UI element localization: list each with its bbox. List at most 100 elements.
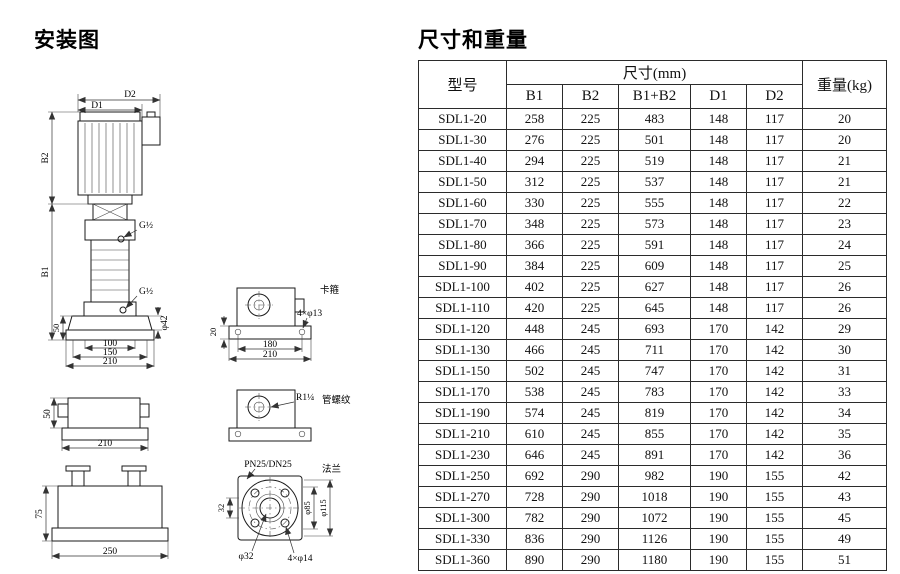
value-cell: 190 — [690, 507, 747, 529]
value-cell: 117 — [745, 108, 804, 130]
value-cell: 711 — [618, 339, 691, 361]
value-cell: 225 — [562, 108, 619, 130]
dim-label-32: 32 — [216, 504, 226, 513]
model-cell: SDL1-270 — [418, 486, 507, 508]
value-cell: 34 — [802, 402, 888, 424]
value-cell: 43 — [802, 486, 888, 508]
value-cell: 22 — [802, 192, 888, 214]
value-cell: 225 — [562, 276, 619, 298]
value-cell: 30 — [802, 339, 888, 361]
value-cell: 982 — [618, 465, 691, 487]
value-cell: 783 — [618, 381, 691, 403]
value-cell: 330 — [506, 192, 563, 214]
model-cell: SDL1-130 — [418, 339, 507, 361]
value-cell: 225 — [562, 234, 619, 256]
value-cell: 117 — [745, 192, 804, 214]
value-cell: 728 — [506, 486, 563, 508]
value-cell: 170 — [690, 318, 747, 340]
dim-label-phi115: φ115 — [318, 499, 328, 516]
model-cell: SDL1-80 — [418, 234, 507, 256]
value-cell: 26 — [802, 276, 888, 298]
thread-note-r114: R1¼ — [296, 393, 314, 403]
dim-label-d1: D1 — [91, 101, 103, 111]
thread-connection-side-view: 50 210 — [43, 397, 150, 452]
value-cell: 294 — [506, 150, 563, 172]
value-cell: 21 — [802, 171, 888, 193]
model-cell: SDL1-120 — [418, 318, 507, 340]
value-cell: 502 — [506, 360, 563, 382]
value-cell: 26 — [802, 297, 888, 319]
value-cell: 610 — [506, 423, 563, 445]
value-cell: 312 — [506, 171, 563, 193]
dim-label-210: 210 — [103, 357, 118, 367]
value-cell: 155 — [745, 549, 804, 571]
value-cell: 117 — [745, 129, 804, 151]
value-cell: 117 — [745, 276, 804, 298]
value-cell: 148 — [690, 297, 747, 319]
value-cell: 819 — [618, 402, 691, 424]
thread-connection-view: R1¼ 管螺纹 — [228, 389, 351, 442]
value-cell: 290 — [562, 528, 619, 550]
value-cell: 117 — [745, 297, 804, 319]
value-cell: 646 — [506, 444, 563, 466]
flange-connection-side-view: 75 250 — [35, 465, 169, 560]
model-cell: SDL1-210 — [418, 423, 507, 445]
col-header-b2: B2 — [562, 84, 619, 109]
model-cell: SDL1-90 — [418, 255, 507, 277]
value-cell: 519 — [618, 150, 691, 172]
value-cell: 225 — [562, 129, 619, 151]
table-header-row-1: 型号 尺寸(mm) 重量(kg) — [418, 60, 888, 109]
value-cell: 148 — [690, 234, 747, 256]
value-cell: 148 — [690, 255, 747, 277]
value-cell: 290 — [562, 486, 619, 508]
value-cell: 466 — [506, 339, 563, 361]
value-cell: 142 — [745, 360, 804, 382]
value-cell: 290 — [562, 507, 619, 529]
value-cell: 591 — [618, 234, 691, 256]
value-cell: 290 — [562, 465, 619, 487]
model-cell: SDL1-170 — [418, 381, 507, 403]
model-cell: SDL1-230 — [418, 444, 507, 466]
model-cell: SDL1-360 — [418, 549, 507, 571]
value-cell: 645 — [618, 297, 691, 319]
bolt-note-4xphi14: 4×φ14 — [287, 554, 312, 564]
value-cell: 117 — [745, 150, 804, 172]
model-cell: SDL1-30 — [418, 129, 507, 151]
pump-front-view: D2 D1 G½ G½ B2 B1 50 — [41, 90, 170, 370]
value-cell: 402 — [506, 276, 563, 298]
value-cell: 747 — [618, 360, 691, 382]
col-header-b1: B1 — [506, 84, 563, 109]
value-cell: 245 — [562, 444, 619, 466]
value-cell: 276 — [506, 129, 563, 151]
model-cell: SDL1-110 — [418, 297, 507, 319]
value-cell: 225 — [562, 297, 619, 319]
value-cell: 117 — [745, 255, 804, 277]
value-cell: 148 — [690, 276, 747, 298]
dim-label-210-clamp: 210 — [263, 350, 278, 360]
value-cell: 142 — [745, 444, 804, 466]
value-cell: 155 — [745, 465, 804, 487]
value-cell: 245 — [562, 339, 619, 361]
value-cell: 42 — [802, 465, 888, 487]
value-cell: 25 — [802, 255, 888, 277]
value-cell: 1072 — [618, 507, 691, 529]
value-cell: 170 — [690, 360, 747, 382]
value-cell: 148 — [690, 129, 747, 151]
dimensions-weight-title: 尺寸和重量 — [418, 29, 528, 52]
model-cell: SDL1-100 — [418, 276, 507, 298]
value-cell: 890 — [506, 549, 563, 571]
value-cell: 142 — [745, 402, 804, 424]
